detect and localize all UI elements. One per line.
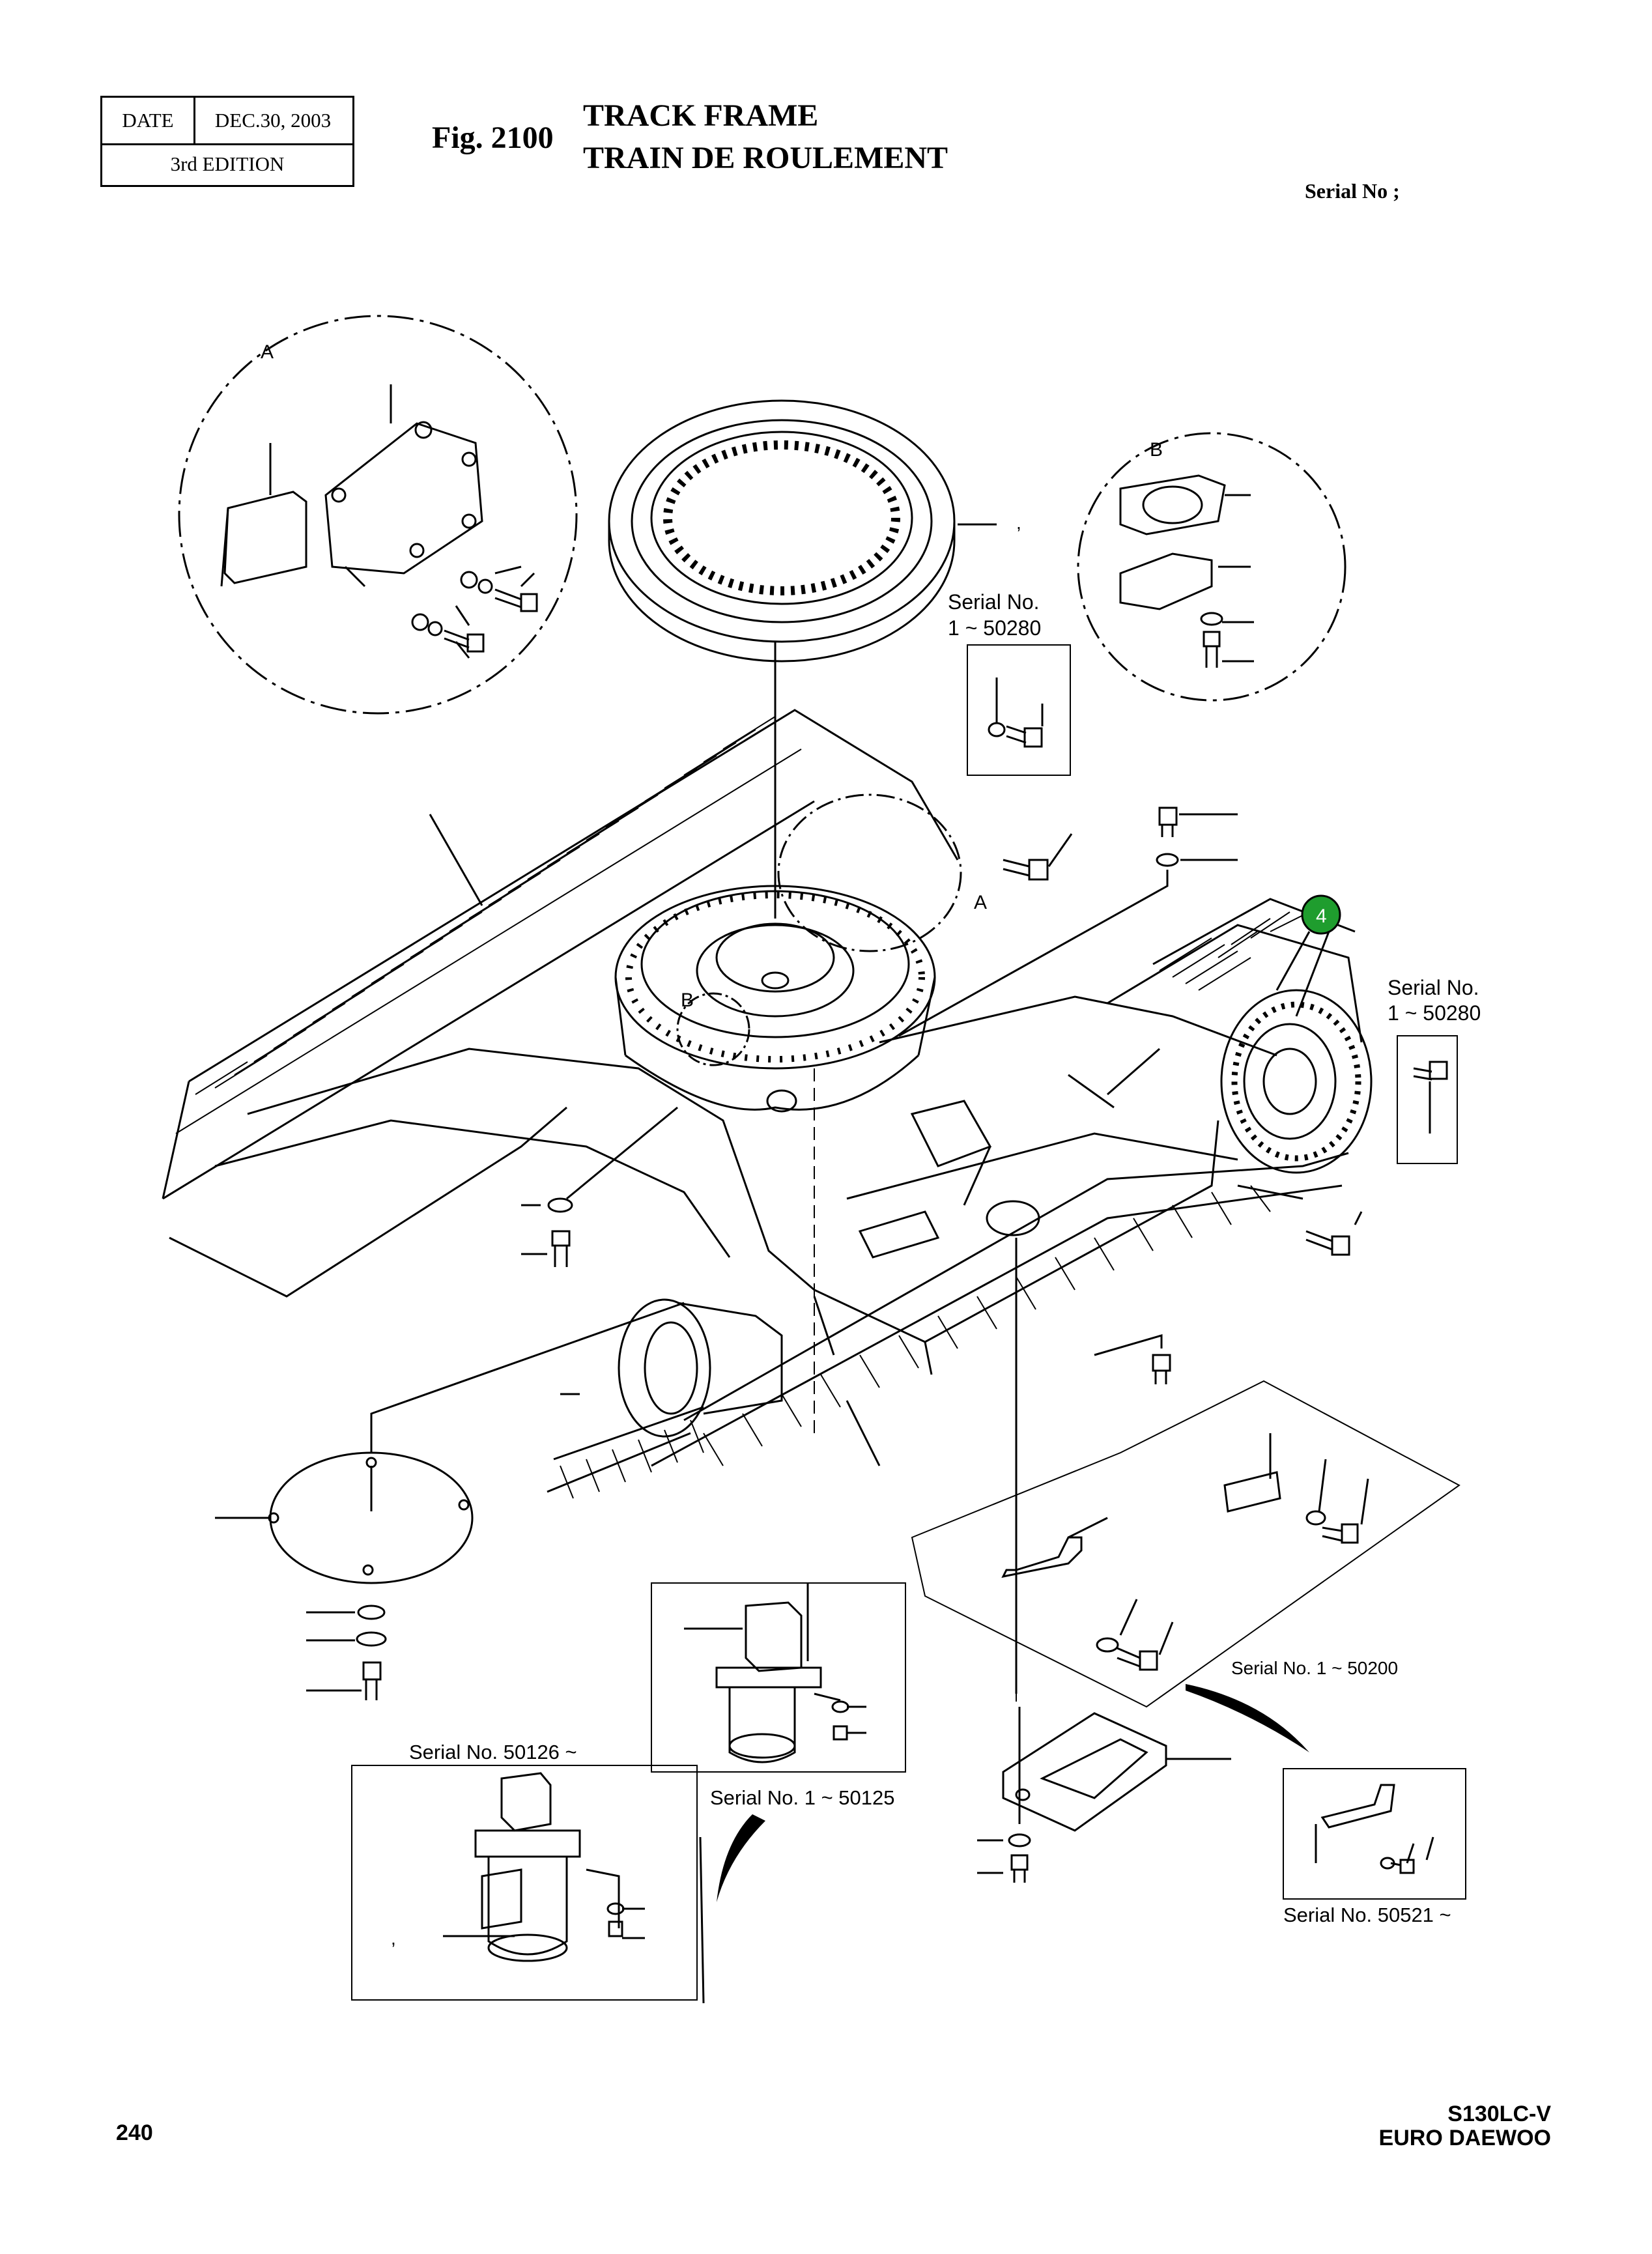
arrow-icon	[1186, 1684, 1309, 1752]
figure-number: Fig. 2100	[432, 121, 554, 155]
serial-box-bracket: Serial No. 50521 ~	[1283, 1768, 1466, 1926]
title-english: TRACK FRAME	[583, 98, 819, 133]
title-french: TRAIN DE ROULEMENT	[583, 141, 948, 175]
svg-text:Serial No. 50521 ~: Serial No. 50521 ~	[1283, 1904, 1451, 1926]
model-name: S130LC-V	[1447, 2102, 1551, 2126]
view-b-label: B	[1150, 439, 1163, 461]
svg-text:1 ~ 50280: 1 ~ 50280	[1388, 1001, 1481, 1025]
cover-plate	[215, 1302, 685, 1700]
detail-view-b: B	[1077, 432, 1346, 702]
track-frame-assembly	[162, 709, 1373, 1694]
bracket-lower	[977, 1707, 1231, 1883]
footer-brand: S130LC-V EURO DAEWOO	[1379, 2102, 1551, 2150]
arrow-icon	[717, 1814, 765, 1902]
detail-view-a: A	[178, 315, 578, 715]
svg-text:1 ~ 50280: 1 ~ 50280	[948, 616, 1041, 640]
serial-header: Serial No ;	[1305, 179, 1400, 203]
svg-text:Serial No.: Serial No.	[1388, 976, 1479, 999]
edition-label: 3rd EDITION	[170, 152, 285, 175]
brand-name: EURO DAEWOO	[1378, 2126, 1551, 2150]
serial-box-ring: Serial No. 1 ~ 50280	[948, 590, 1071, 776]
svg-text:B: B	[681, 990, 694, 1011]
svg-text:Serial No. 1 ~ 50125: Serial No. 1 ~ 50125	[710, 1786, 895, 1809]
svg-text:Serial No.: Serial No.	[948, 590, 1040, 614]
bolt-icon	[521, 1106, 678, 1267]
badge-number: 4	[1316, 906, 1327, 927]
date-label: DATE	[102, 98, 195, 143]
page-number: 240	[116, 2120, 153, 2145]
name-plate-area: Serial No. 1 ~ 50200	[911, 1380, 1460, 1708]
bolt-icon	[411, 613, 485, 653]
callout-badge: 4	[1275, 894, 1341, 1017]
serial-box-sprocket: Serial No. 1 ~ 50280	[1388, 976, 1481, 1164]
swing-bearing-ring: ,	[608, 399, 1021, 919]
edition-box: DATE DEC.30, 2003 3rd EDITION	[100, 96, 354, 187]
svg-text:A: A	[974, 892, 987, 913]
bolt-icon	[460, 571, 538, 612]
sprocket-bolts: A B	[676, 793, 1238, 1066]
svg-text:,: ,	[391, 1928, 396, 1948]
date-value: DEC.30, 2003	[214, 109, 332, 132]
swivel-joint-new: , Serial No. 50126 ~	[351, 1741, 705, 2004]
svg-text:Serial No. 1 ~ 50200: Serial No. 1 ~ 50200	[1231, 1658, 1398, 1678]
swivel-joint-old: Serial No. 1 ~ 50125	[651, 1582, 906, 1809]
bolt-icon	[1094, 1334, 1171, 1384]
svg-text:Serial No. 50126 ~: Serial No. 50126 ~	[409, 1741, 577, 1763]
view-a-label: A	[261, 341, 274, 363]
svg-text:,: ,	[1016, 513, 1021, 533]
bolt-icon	[1305, 1211, 1363, 1256]
